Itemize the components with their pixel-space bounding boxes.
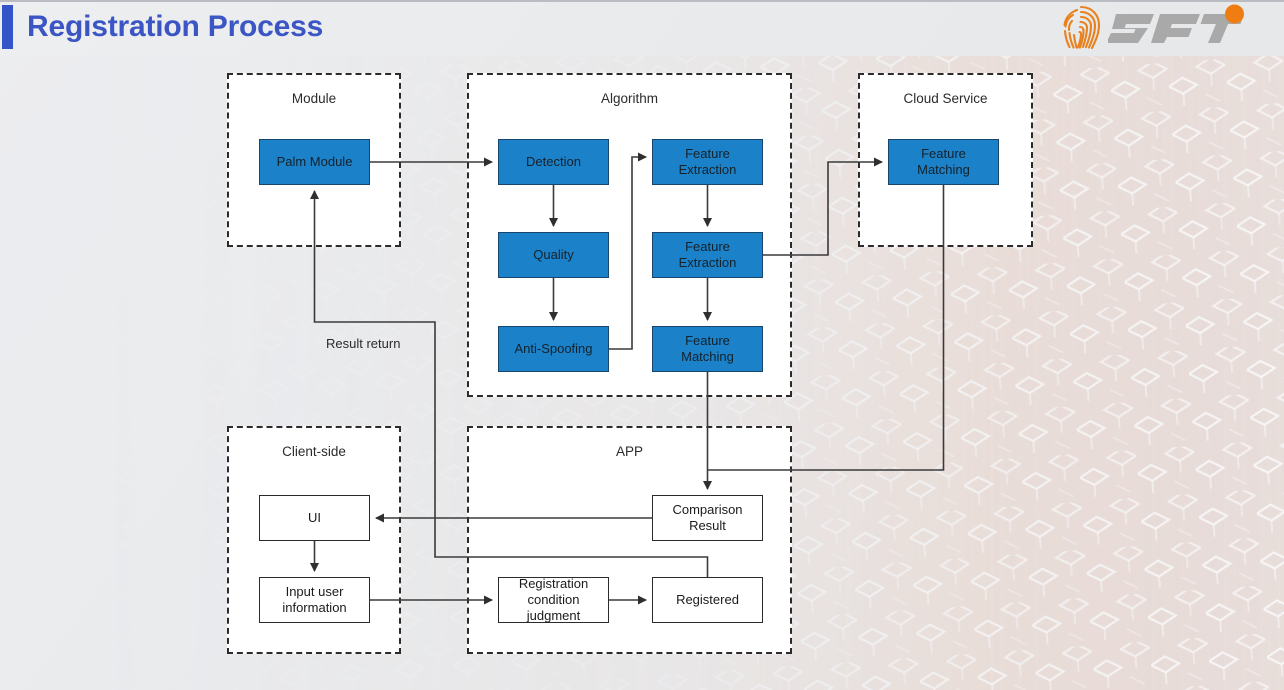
node-feature-extraction-1[interactable]: Feature Extraction [652,139,763,185]
brand-logo [1056,2,1256,54]
node-palm-module[interactable]: Palm Module [259,139,370,185]
node-comparison-result[interactable]: Comparison Result [652,495,763,541]
node-registered[interactable]: Registered [652,577,763,623]
group-title-client-side: Client-side [282,444,346,459]
node-feature-matching-cloud[interactable]: Feature Matching [888,139,999,185]
node-ui[interactable]: UI [259,495,370,541]
group-title-algorithm: Algorithm [600,91,659,106]
brand-wordmark [1108,4,1244,43]
node-anti-spoofing[interactable]: Anti-Spoofing [498,326,609,372]
node-input-user-information[interactable]: Input user information [259,577,370,623]
fingerprint-icon [1063,5,1101,50]
node-detection[interactable]: Detection [498,139,609,185]
header-bar: Registration Process [0,0,1284,56]
group-title-cloud-service: Cloud Service [903,91,988,106]
group-title-app: APP [615,444,643,459]
node-quality[interactable]: Quality [498,232,609,278]
title-accent-bar [2,5,13,49]
group-title-module: Module [291,91,337,106]
page-title: Registration Process [27,10,324,43]
node-feature-matching-algorithm[interactable]: Feature Matching [652,326,763,372]
edge-label-result-return: Result return [326,336,401,351]
node-registration-condition-judgment[interactable]: Registration condition judgment [498,576,609,623]
node-feature-extraction-2[interactable]: Feature Extraction [652,232,763,278]
